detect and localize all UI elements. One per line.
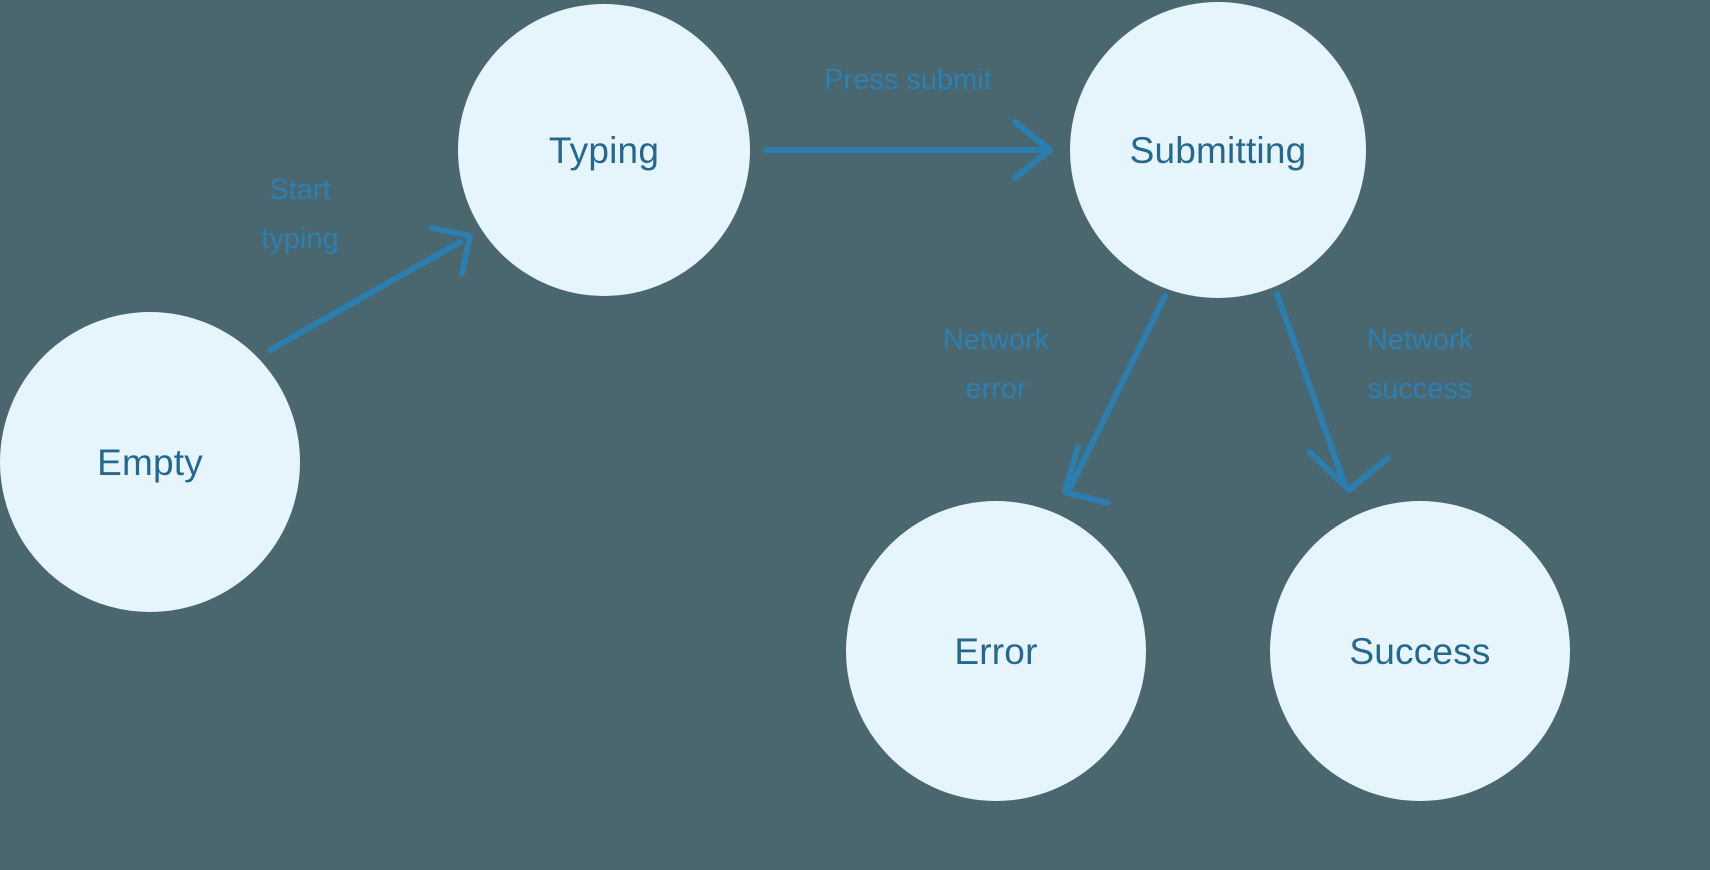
node-submitting[interactable]: Submitting (1070, 2, 1366, 298)
node-label-submitting: Submitting (1129, 129, 1307, 171)
edge-line-submitting-to-success (1274, 291, 1348, 488)
edge-label-network-success: Network success (1366, 324, 1474, 405)
node-label-error: Error (954, 630, 1038, 672)
arrowhead-submitting-to-success (1307, 449, 1391, 493)
edge-label-press-submit: Press submit (824, 64, 992, 96)
arrowhead-empty-to-typing (429, 225, 473, 277)
edge-typing-to-submitting (763, 119, 1053, 181)
node-success[interactable]: Success (1270, 501, 1570, 801)
edge-line-empty-to-typing (267, 239, 463, 353)
edge-empty-to-typing (267, 225, 473, 353)
edge-line-submitting-to-error (1067, 293, 1168, 491)
node-label-empty: Empty (97, 441, 203, 483)
node-empty[interactable]: Empty (0, 312, 300, 612)
edge-submitting-to-error (1062, 293, 1168, 506)
arrowhead-submitting-to-error (1062, 444, 1111, 506)
edge-submitting-to-success (1274, 291, 1391, 493)
node-typing[interactable]: Typing (458, 4, 750, 296)
edge-label-start-typing: Start typing (261, 174, 339, 255)
edge-label-network-error: Network error (942, 324, 1050, 405)
node-label-success: Success (1349, 630, 1491, 672)
arrowhead-typing-to-submitting (1012, 119, 1053, 181)
node-label-typing: Typing (548, 129, 660, 171)
node-error[interactable]: Error (846, 501, 1146, 801)
